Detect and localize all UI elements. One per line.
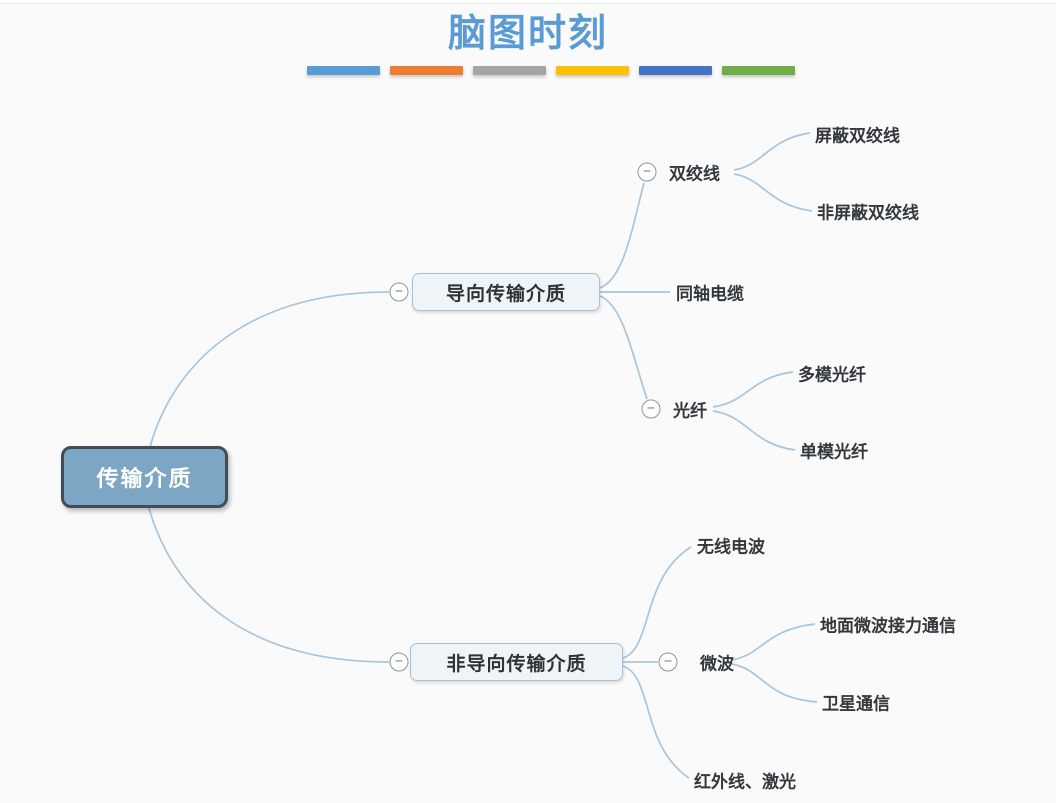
node-infrared-laser[interactable]: 红外线、激光 [694,772,796,792]
node-twisted-pair[interactable]: 双绞线 [669,164,720,184]
node-radio-waves[interactable]: 无线电波 [697,537,765,557]
collapse-minus-icon-microwave[interactable]: − [658,652,678,672]
page-title: 脑图时刻 [447,13,608,55]
node-guided-media[interactable]: 导向传输介质 [412,273,600,311]
node-root-label: 传输介质 [96,466,193,491]
collapse-minus-icon-unguided[interactable]: − [389,652,409,672]
node-shielded-twisted-pair[interactable]: 屏蔽双绞线 [815,126,900,146]
node-guided-media-label: 导向传输介质 [445,283,566,305]
collapse-minus-icon-twisted[interactable]: − [637,162,657,182]
accent-bar-orange [390,66,463,75]
collapse-minus-icon-fiber[interactable]: − [641,399,661,419]
collapse-minus-icon-guided[interactable]: − [389,282,409,302]
accent-bar-gold [556,66,629,75]
window-top-strip [0,0,1056,4]
node-multimode-fiber[interactable]: 多模光纤 [798,365,866,385]
connector-twisted-stp [733,132,811,171]
node-satellite-communication[interactable]: 卫星通信 [822,694,890,714]
node-root[interactable]: 传输介质 [61,446,228,508]
accent-bar-blue [307,66,380,75]
connector-fiber-single [712,410,796,451]
connector-guided-twisted [599,182,645,289]
connector-unguided-radio [622,546,692,659]
connector-guided-fiber [599,295,648,400]
node-unshielded-twisted-pair[interactable]: 非屏蔽双绞线 [817,203,919,223]
node-unguided-media-label: 非导向传输介质 [446,653,587,675]
accent-bar-gray [473,66,546,75]
accent-bar-green [722,66,795,75]
connector-root-guided [149,291,390,448]
node-unguided-media[interactable]: 非导向传输介质 [410,643,623,681]
accent-bar-row [307,66,795,75]
node-microwave[interactable]: 微波 [700,654,734,674]
node-terrestrial-microwave-relay[interactable]: 地面微波接力通信 [820,616,956,636]
node-optical-fiber[interactable]: 光纤 [673,401,707,421]
accent-bar-dark-blue [639,66,712,75]
connector-microwave-satellite [731,663,818,703]
connector-fiber-multi [712,371,794,408]
connector-twisted-utp [733,173,813,212]
connector-microwave-terrestrial [731,623,816,661]
connector-root-unguided [148,507,390,663]
node-singlemode-fiber[interactable]: 单模光纤 [800,442,868,462]
connector-unguided-infrared [622,665,690,779]
node-coaxial-cable[interactable]: 同轴电缆 [676,284,744,304]
